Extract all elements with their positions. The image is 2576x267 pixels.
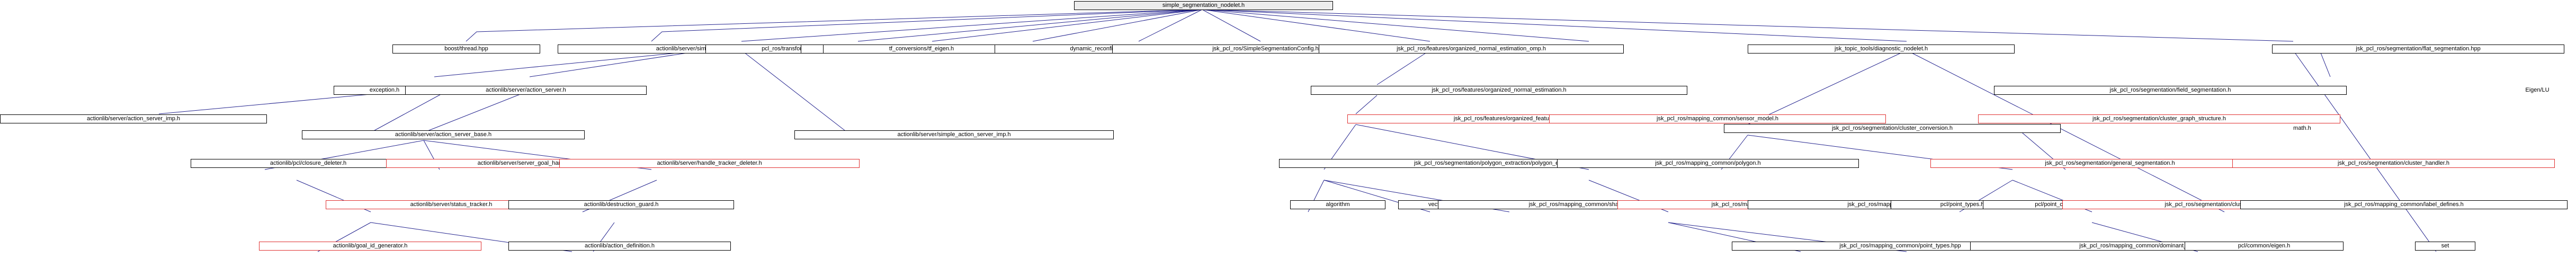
node-organized-normal-estimation-omp[interactable]: jsk_pcl_ros/features/organized_normal_es… <box>1319 44 1624 54</box>
node-math-h: math.h <box>2293 125 2311 131</box>
node-mapping-polygon[interactable]: jsk_pcl_ros/mapping_common/polygon.h <box>1557 159 1859 168</box>
node-set[interactable]: set <box>2415 242 2475 251</box>
node-action-server[interactable]: actionlib/server/action_server.h <box>405 86 647 95</box>
node-eigen-lu: Eigen/LU <box>2525 87 2550 93</box>
node-destruction-guard[interactable]: actionlib/destruction_guard.h <box>508 200 734 209</box>
node-root[interactable]: simple_segmentation_nodelet.h <box>1074 1 1333 10</box>
node-algorithm[interactable]: algorithm <box>1290 200 1385 209</box>
node-handle-tracker-deleter[interactable]: actionlib/server/handle_tracker_deleter.… <box>559 159 860 168</box>
node-boost-thread[interactable]: boost/thread.hpp <box>392 44 540 54</box>
node-label-defines[interactable]: jsk_pcl_ros/mapping_common/label_defines… <box>2240 200 2568 209</box>
node-goal-id-generator[interactable]: actionlib/goal_id_generator.h <box>259 242 481 251</box>
node-cluster-conversion[interactable]: jsk_pcl_ros/segmentation/cluster_convers… <box>1724 124 2061 133</box>
node-action-server-imp[interactable]: actionlib/server/action_server_imp.h <box>0 114 267 123</box>
node-action-definition[interactable]: actionlib/action_definition.h <box>508 242 731 251</box>
node-cluster-graph-structure[interactable]: jsk_pcl_ros/segmentation/cluster_graph_s… <box>1978 114 2340 123</box>
node-flat-segmentation[interactable]: jsk_pcl_ros/segmentation/flat_segmentati… <box>2272 44 2564 54</box>
node-field-segmentation[interactable]: jsk_pcl_ros/segmentation/field_segmentat… <box>1994 86 2347 95</box>
node-diagnostic-nodelet[interactable]: jsk_topic_tools/diagnostic_nodelet.h <box>1748 44 2015 54</box>
node-action-server-base[interactable]: actionlib/server/action_server_base.h <box>302 130 585 139</box>
node-simple-action-server-imp[interactable]: actionlib/server/simple_action_server_im… <box>794 130 1114 139</box>
node-cluster-handler[interactable]: jsk_pcl_ros/segmentation/cluster_handler… <box>2232 159 2555 168</box>
node-organized-normal-estimation[interactable]: jsk_pcl_ros/features/organized_normal_es… <box>1311 86 1687 95</box>
node-sensor-model[interactable]: jsk_pcl_ros/mapping_common/sensor_model.… <box>1549 114 1886 123</box>
node-pcl-common-eigen[interactable]: pcl/common/eigen.h <box>2185 242 2344 251</box>
node-tf-eigen[interactable]: tf_conversions/tf_eigen.h <box>823 44 1020 54</box>
